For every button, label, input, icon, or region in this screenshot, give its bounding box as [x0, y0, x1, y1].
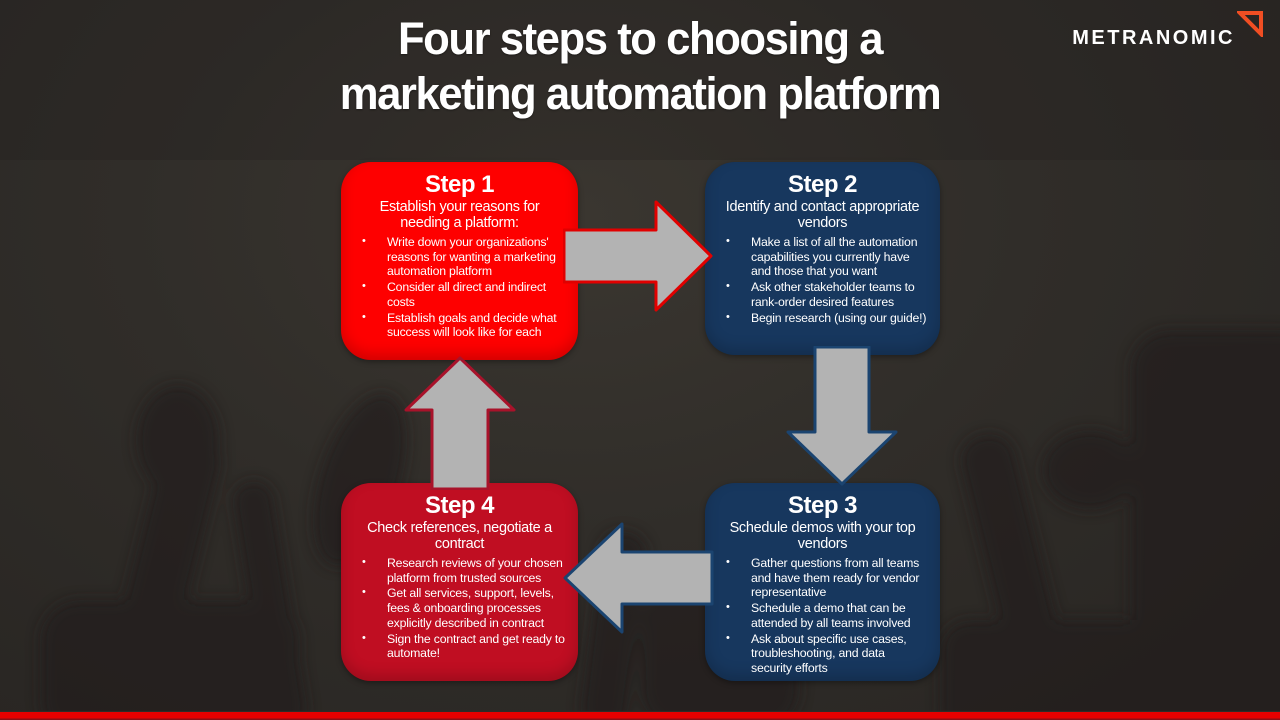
metranomic-logo-text: METRANOMIC	[1072, 27, 1235, 49]
bullet-icon: •	[362, 234, 366, 247]
step-3-bullet-list: • Gather questions from all teams and hav…	[717, 556, 928, 676]
list-item: • Consider all direct and indirect costs	[353, 280, 566, 310]
page-title: Four steps to choosing a marketing autom…	[19, 12, 1261, 122]
list-item: • Write down your organizations' reasons …	[353, 235, 566, 279]
arrow-up-icon	[404, 356, 516, 490]
arrow-right-icon	[563, 200, 713, 312]
step-4-card: Step 4 Check references, negotiate a con…	[341, 483, 578, 681]
list-item: • Sign the contract and get ready to auto…	[353, 632, 566, 662]
list-item: • Establish goals and decide what success…	[353, 311, 566, 341]
arrow-left-icon	[563, 522, 714, 634]
step-3-title: Step 3	[787, 492, 858, 519]
bullet-text: Write down your organizations' reasons f…	[387, 234, 556, 279]
triangle-outline-icon	[1237, 11, 1263, 37]
bullet-icon: •	[726, 310, 730, 323]
bullet-icon: •	[362, 280, 366, 293]
bullet-text: Ask about specific use cases, troublesho…	[751, 631, 907, 676]
footer-accent-bar	[0, 711, 1280, 720]
bullet-text: Sign the contract and get ready to autom…	[387, 631, 565, 661]
bullet-text: Schedule a demo that can be attended by …	[751, 601, 911, 630]
bullet-icon: •	[726, 631, 730, 644]
bullet-text: Get all services, support, levels, fees …	[387, 586, 554, 630]
step-2-card: Step 2 Identify and contact appropriate …	[705, 162, 940, 355]
bullet-icon: •	[362, 555, 366, 568]
list-item: • Schedule a demo that can be attended by…	[717, 601, 928, 631]
bullet-text: Gather questions from all teams and have…	[751, 555, 920, 600]
step-2-title: Step 2	[787, 171, 858, 198]
list-item: • Ask other stakeholder teams to rank-ord…	[717, 280, 928, 310]
bullet-icon: •	[362, 631, 366, 644]
list-item: • Make a list of all the automation capab…	[717, 235, 928, 279]
step-2-subtitle: Identify and contact appropriate vendors	[725, 199, 920, 231]
bullet-icon: •	[726, 555, 730, 568]
arrow-down-icon	[786, 346, 898, 486]
step-1-title: Step 1	[424, 171, 495, 198]
metranomic-logo: METRANOMIC	[1072, 10, 1264, 50]
bullet-icon: •	[726, 280, 730, 293]
step-4-title: Step 4	[424, 492, 495, 519]
bullet-icon: •	[726, 601, 730, 614]
step-2-bullet-list: • Make a list of all the automation capab…	[717, 235, 928, 326]
bullet-text: Consider all direct and indirect costs	[387, 280, 547, 309]
bullet-icon: •	[726, 234, 730, 247]
page-title-line-2: marketing automation platform	[339, 67, 942, 119]
bullet-text: Ask other stakeholder teams to rank-orde…	[751, 280, 915, 309]
step-1-card: Step 1 Establish your reasons for needin…	[341, 162, 578, 360]
list-item: • Begin research (using our guide!)	[717, 311, 928, 326]
step-3-card: Step 3 Schedule demos with your top vend…	[705, 483, 940, 681]
list-item: • Gather questions from all teams and hav…	[717, 556, 928, 600]
step-3-subtitle: Schedule demos with your top vendors	[729, 520, 916, 552]
list-item: • Ask about specific use cases, troublesh…	[717, 632, 928, 676]
step-4-bullet-list: • Research reviews of your chosen platfor…	[353, 556, 566, 661]
bullet-text: Begin research (using our guide!)	[751, 310, 927, 325]
bullet-text: Establish goals and decide what success …	[387, 310, 557, 340]
bullet-icon: •	[362, 310, 366, 323]
step-1-bullet-list: • Write down your organizations' reasons …	[353, 235, 566, 340]
step-1-subtitle: Establish your reasons for needing a pla…	[379, 199, 540, 231]
bullet-text: Research reviews of your chosen platform…	[387, 555, 563, 585]
page-title-line-1: Four steps to choosing a	[397, 13, 884, 64]
bullet-text: Make a list of all the automation capabi…	[751, 234, 918, 279]
bullet-icon: •	[362, 586, 366, 599]
list-item: • Research reviews of your chosen platfor…	[353, 556, 566, 586]
list-item: • Get all services, support, levels, fees…	[353, 586, 566, 630]
step-4-subtitle: Check references, negotiate a contract	[367, 520, 552, 552]
